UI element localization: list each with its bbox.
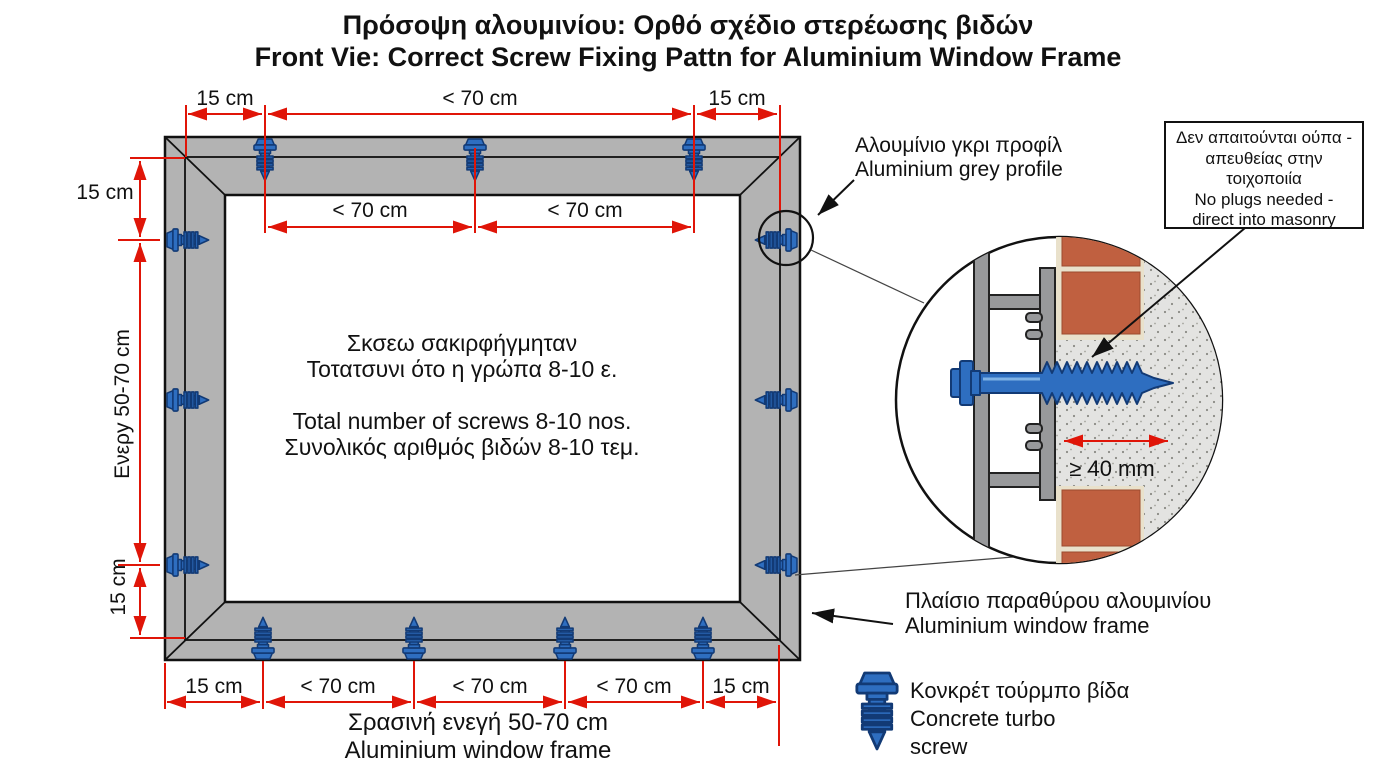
callout-en-1: No plugs needed - [1194,189,1334,209]
dim-top-outer-2: < 70 cm [442,87,518,110]
window-frame-label-el: Πλαίσιο παραθύρου αλουμινίου [905,588,1212,613]
frame-center-text: Σκσεω σακιρφήγμηταν Τοτατσυνι ότο η γρώπ… [284,330,640,460]
bottom-caption: Σρασινή ενεγή 50-70 cm Aluminium window … [345,709,612,765]
dim-bottom-3: < 70 cm [452,675,528,698]
center-text-el-1: Σκσεω σακιρφήγμηταν [346,330,578,356]
dim-left-bottom: 15 cm [107,558,130,616]
profile-label: Αλουμίνιο γκρι προφίλ Aluminium grey pro… [855,134,1063,182]
window-frame-label-en: Aluminium window frame [905,613,1150,638]
dim-top-outer-1: 15 cm [196,87,254,110]
dim-left-middle: Ενερy 50-70 cm [111,329,134,479]
profile-label-arrow [817,179,855,216]
center-text-el-3: Συνολικός αριθμός βιδών 8-10 τεμ. [284,433,640,460]
dim-bottom-4: < 70 cm [596,675,672,698]
callout-el-2: απευθείας στην [1205,148,1323,168]
callout-arrow [1091,227,1246,358]
center-text-gap [285,382,640,409]
dim-bottom-2: < 70 cm [300,675,376,698]
callout-el-1: Δεν απαιτούνται ούπα - [1175,128,1353,147]
bottom-caption-en: Aluminium window frame [344,737,612,764]
legend-label-en-1: Concrete turbo [910,706,1056,731]
legend-label-el: Κονκρέτ τούρμπο βίδα [910,678,1130,703]
dim-bottom-5: 15 cm [712,675,770,698]
center-text-en: Total number of screws 8-10 nos. [292,408,632,434]
page-title-en: Front Vie: Correct Screw Fixing Pattn fo… [254,42,1122,72]
profile-label-en: Aluminium grey profile [855,158,1063,181]
concrete-turbo-screw-icon [855,671,899,751]
window-frame-label: Πλαίσιο παραθύρου αλουμινίου Aluminium w… [905,588,1211,638]
screw-highlight-circle [757,209,815,267]
bottom-caption-el: Σρασινή ενεγή 50-70 cm [348,709,608,736]
dim-top-inner-1: < 70 cm [332,199,408,222]
masonry [1056,237,1222,563]
center-text-el-2: Τοτατσυνι ότο η γρώπα 8-10 ε. [306,355,618,382]
no-plugs-callout: Δεν απαιτούνται ούπα - απευθείας στην το… [1164,121,1364,229]
page-title-el: Πρόσοψη αλουμινίου: Ορθό σχέδιο στερέωση… [342,10,1034,40]
dim-left-top: 15 cm [76,181,134,204]
dimension-lines [133,107,777,709]
profile-label-el: Αλουμίνιο γκρι προφίλ [855,134,1063,157]
window-frame-label-arrow [811,608,894,625]
callout-el-3: τοιχοποιία [1226,169,1302,188]
detail-screw [950,360,1174,406]
legend-label: Κονκρέτ τούρμπο βίδα Concrete turbo scre… [910,677,1129,761]
dim-bottom-1: 15 cm [185,675,243,698]
detail-circle [894,235,1224,565]
leader-arrows [811,179,1246,625]
legend-label-en-2: screw [910,734,968,759]
dim-top-outer-3: 15 cm [708,87,766,110]
callout-en-2: direct into masonry [1192,210,1336,229]
dim-embedment: ≥ 40 mm [1069,456,1155,481]
detail-projection [757,209,1014,576]
dim-top-inner-2: < 70 cm [547,199,623,222]
